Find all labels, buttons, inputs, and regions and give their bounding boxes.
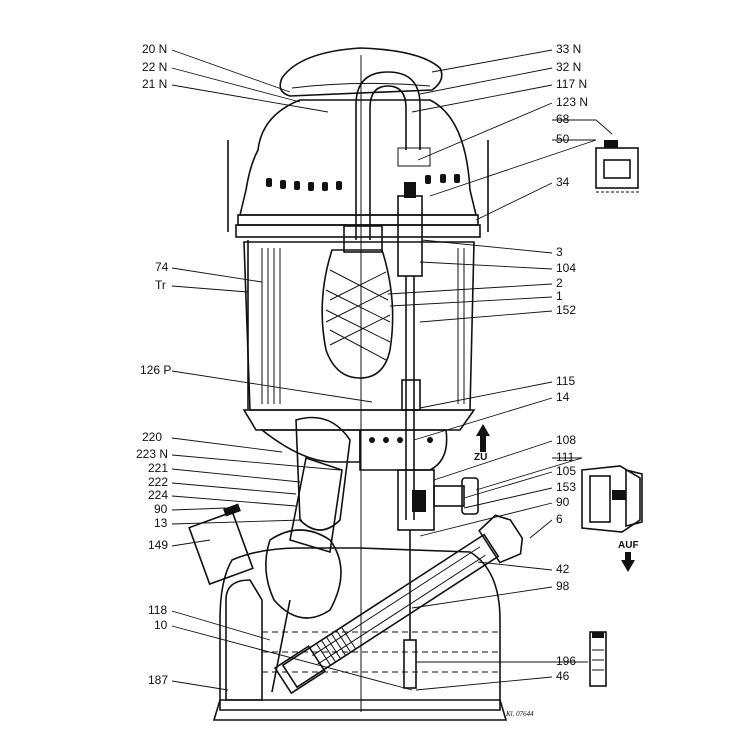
lantern-illustration xyxy=(188,47,524,721)
leader-33n xyxy=(431,49,553,73)
leader-220 xyxy=(171,437,283,453)
svg-text:AUF: AUF xyxy=(618,540,639,551)
leader-42 xyxy=(477,561,553,571)
label-118: 118 xyxy=(148,603,167,617)
leader-90l xyxy=(171,507,227,511)
leader-126p xyxy=(171,370,373,403)
label-tr: Tr xyxy=(155,278,166,292)
leader-tr xyxy=(171,285,249,293)
leader-224 xyxy=(171,495,297,507)
label-224: 224 xyxy=(148,488,168,502)
label-14: 14 xyxy=(556,390,570,404)
leader-187 xyxy=(171,680,229,691)
zu-arrow: ZU xyxy=(474,424,490,463)
label-223n: 223 N xyxy=(136,447,168,461)
label-90r: 90 xyxy=(556,495,570,509)
leader-68 xyxy=(552,119,613,135)
leader-111 xyxy=(475,457,583,491)
leader-2 xyxy=(387,283,553,295)
label-221: 221 xyxy=(148,461,168,475)
leader-153 xyxy=(463,487,553,509)
leader-108 xyxy=(433,440,553,481)
leader-221 xyxy=(171,468,301,483)
inset-detail-valve xyxy=(581,465,643,533)
label-1: 1 xyxy=(556,289,563,303)
label-22n: 22 N xyxy=(142,60,167,74)
leader-6 xyxy=(529,519,553,539)
label-34: 34 xyxy=(556,175,570,189)
label-126p: 126 P xyxy=(140,363,171,377)
label-46: 46 xyxy=(556,669,570,683)
leader-10 xyxy=(171,625,413,691)
svg-text:ZU: ZU xyxy=(474,452,487,463)
leader-104 xyxy=(419,261,553,270)
label-42: 42 xyxy=(556,562,570,576)
leader-90r xyxy=(419,502,553,537)
label-3: 3 xyxy=(556,245,563,259)
label-222: 222 xyxy=(148,475,168,489)
leader-74 xyxy=(171,267,263,283)
label-74: 74 xyxy=(155,260,169,274)
leader-98 xyxy=(411,586,553,609)
auf-arrow: AUF xyxy=(618,540,639,572)
label-104: 104 xyxy=(556,261,576,275)
leader-21n xyxy=(171,84,329,113)
label-10: 10 xyxy=(154,618,168,632)
label-153: 153 xyxy=(556,480,576,494)
label-115: 115 xyxy=(556,374,575,388)
label-123n: 123 N xyxy=(556,95,588,109)
leader-3 xyxy=(421,239,553,254)
leader-14 xyxy=(413,397,553,441)
label-32n: 32 N xyxy=(556,60,581,74)
leader-105 xyxy=(463,471,553,499)
inset-detail-68-50 xyxy=(595,140,640,193)
label-20n: 20 N xyxy=(142,42,167,56)
label-6: 6 xyxy=(556,512,563,526)
label-2: 2 xyxy=(556,276,563,290)
label-108: 108 xyxy=(556,433,576,447)
leader-115 xyxy=(419,381,553,409)
leader-152 xyxy=(419,310,553,323)
leader-13 xyxy=(171,519,303,525)
leader-34 xyxy=(475,182,553,221)
label-152: 152 xyxy=(556,303,576,317)
leader-117n xyxy=(411,84,553,113)
label-105: 105 xyxy=(556,464,576,478)
label-98: 98 xyxy=(556,579,570,593)
leader-1 xyxy=(389,296,553,307)
label-117n: 117 N xyxy=(556,77,587,91)
label-90l: 90 xyxy=(154,502,168,516)
leader-223n xyxy=(171,454,341,471)
label-33n: 33 N xyxy=(556,42,581,56)
leader-20n xyxy=(171,49,291,93)
leader-32n xyxy=(419,67,553,95)
leader-50 xyxy=(429,139,597,197)
label-187: 187 xyxy=(148,673,168,687)
leader-22n xyxy=(171,67,301,103)
leader-118 xyxy=(171,610,271,641)
label-149: 149 xyxy=(148,538,168,552)
label-196: 196 xyxy=(556,654,576,668)
leader-149 xyxy=(171,539,211,547)
leader-222 xyxy=(171,482,297,495)
label-50: 50 xyxy=(556,132,570,146)
artist-signature: Kl. 07644 xyxy=(505,710,534,718)
leader-123n xyxy=(417,102,553,161)
leader-lines xyxy=(171,49,613,691)
label-220: 220 xyxy=(142,430,162,444)
label-21n: 21 N xyxy=(142,77,167,91)
label-111: 111 xyxy=(556,450,575,464)
inset-detail-196 xyxy=(589,631,607,687)
leader-46 xyxy=(415,676,553,691)
label-13: 13 xyxy=(154,516,168,530)
label-68: 68 xyxy=(556,112,570,126)
